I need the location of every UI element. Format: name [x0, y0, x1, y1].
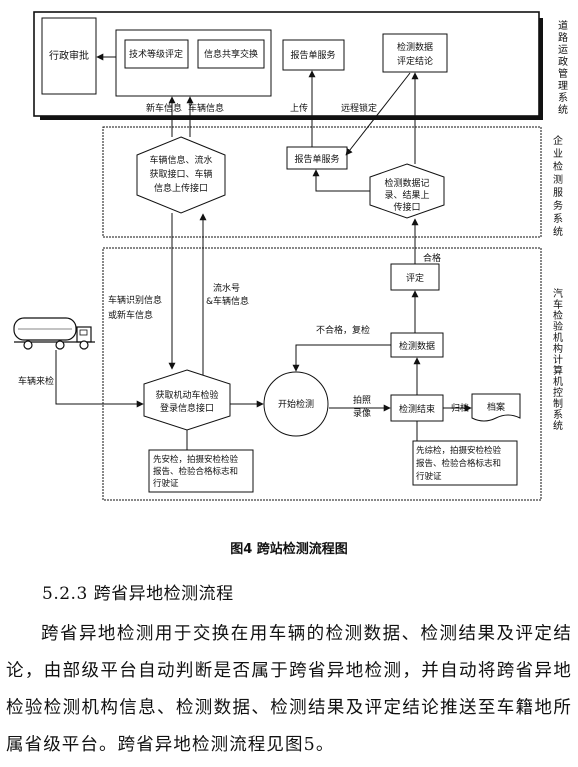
archive-document	[471, 393, 521, 422]
report-service-mid-label: 报告单服务	[294, 153, 339, 165]
report-service-mid-box	[286, 146, 348, 170]
truck-icon	[13, 317, 95, 350]
tech-rating-label: 技术等级评定	[129, 48, 183, 60]
info-sharing-label: 信息共享交换	[204, 48, 258, 60]
pass-label: 合格	[423, 252, 441, 264]
test-data-rating-box	[382, 33, 448, 73]
serial-info-line1: 流水号	[213, 282, 240, 294]
rating-label: 评定	[406, 272, 424, 284]
upload-label: 上传	[290, 102, 308, 114]
vehicle-interface-line1: 车辆信息、流水	[149, 154, 212, 166]
remote-lock-label: 远程锁定	[341, 102, 377, 114]
recognize-info-line1: 车辆识别信息	[108, 294, 162, 306]
body-paragraph: 跨省异地检测用于交换在用车辆的检测数据、检测结果及评定结论，由部级平台自动判断是…	[6, 624, 572, 755]
fail-retest-label: 不合格，复检	[316, 324, 370, 336]
login-interface-line2: 登录信息接口	[160, 402, 214, 414]
start-test-label: 开始检测	[278, 398, 314, 410]
pre-check-line1: 先安检，拍摄安检检验	[153, 454, 239, 465]
vehicle-interface-line2: 获取接口、车辆	[149, 168, 212, 180]
post-check-line2: 报告、检验合格标志和	[416, 458, 501, 469]
data-upload-line1: 检测数据记	[384, 177, 429, 189]
admin-approval-label: 行政审批	[49, 49, 89, 62]
admin-approval-box	[41, 17, 97, 95]
pre-check-line3: 行驶证	[153, 478, 179, 489]
test-data-rating-line2: 评定结论	[397, 55, 433, 67]
vehicle-interface-hexagon	[136, 136, 226, 214]
data-upload-line3: 传接口	[393, 201, 420, 213]
report-service-top-label: 报告单服务	[290, 49, 335, 61]
post-check-box	[412, 440, 518, 486]
recognize-info-line2: 或新车信息	[108, 309, 153, 321]
service-system-title: 企业检测服务系统	[551, 134, 563, 239]
data-upload-line2: 录、结果上	[384, 189, 429, 201]
photo-record-line1: 拍照	[353, 394, 371, 406]
control-system-frame	[102, 247, 542, 501]
vehicle-arrive-label: 车辆来检	[18, 375, 54, 387]
info-sharing-box	[197, 39, 265, 69]
arrow-upload-to-report	[312, 169, 370, 192]
pre-check-box	[148, 449, 254, 493]
serial-info-line2: &车辆信息	[206, 295, 249, 307]
service-system-frame	[102, 126, 542, 238]
photo-record-line2: 录像	[353, 407, 371, 419]
pre-check-line2: 报告、检验合格标志和	[153, 466, 238, 477]
vehicle-info-label: 车辆信息	[188, 102, 224, 114]
section-heading: 5.2.3 跨省异地检测流程	[42, 584, 234, 604]
tech-rating-box	[124, 39, 189, 69]
arrow-remote-lock	[345, 72, 411, 156]
login-interface-line1: 获取机动车检验	[155, 389, 218, 401]
road-system-title: 道路运政管理系统	[556, 19, 568, 116]
control-system-title: 汽车检验机构计算机控制系统	[551, 287, 563, 431]
start-test-circle	[263, 371, 329, 437]
report-service-top-box	[282, 39, 345, 71]
figure-caption: 图4 跨站检测流程图	[230, 542, 348, 557]
post-check-line3: 行驶证	[416, 471, 442, 482]
test-data-label: 检测数据	[399, 340, 435, 352]
road-system-frame	[33, 11, 540, 117]
vehicle-interface-line3: 信息上传接口	[154, 182, 208, 194]
post-check-line1: 先综检，拍摄安检检验	[416, 445, 502, 456]
road-system-shadow-bottom	[40, 116, 543, 120]
data-upload-hexagon	[369, 163, 445, 219]
flowchart-diagram: 道路运政管理系统 行政审批 技术等级评定 信息共享交换 报告单服务 检测数据 评…	[13, 11, 568, 501]
archive-label: 档案	[487, 401, 505, 413]
new-car-info-label: 新车信息	[146, 102, 182, 114]
arrow-truck-to-login	[55, 350, 144, 408]
test-end-label: 检测结束	[399, 403, 435, 415]
sub-system-frame	[115, 29, 272, 97]
arrow-fail-retest	[292, 344, 391, 372]
test-data-rating-line1: 检测数据	[397, 41, 433, 53]
road-system-shadow	[539, 18, 543, 120]
